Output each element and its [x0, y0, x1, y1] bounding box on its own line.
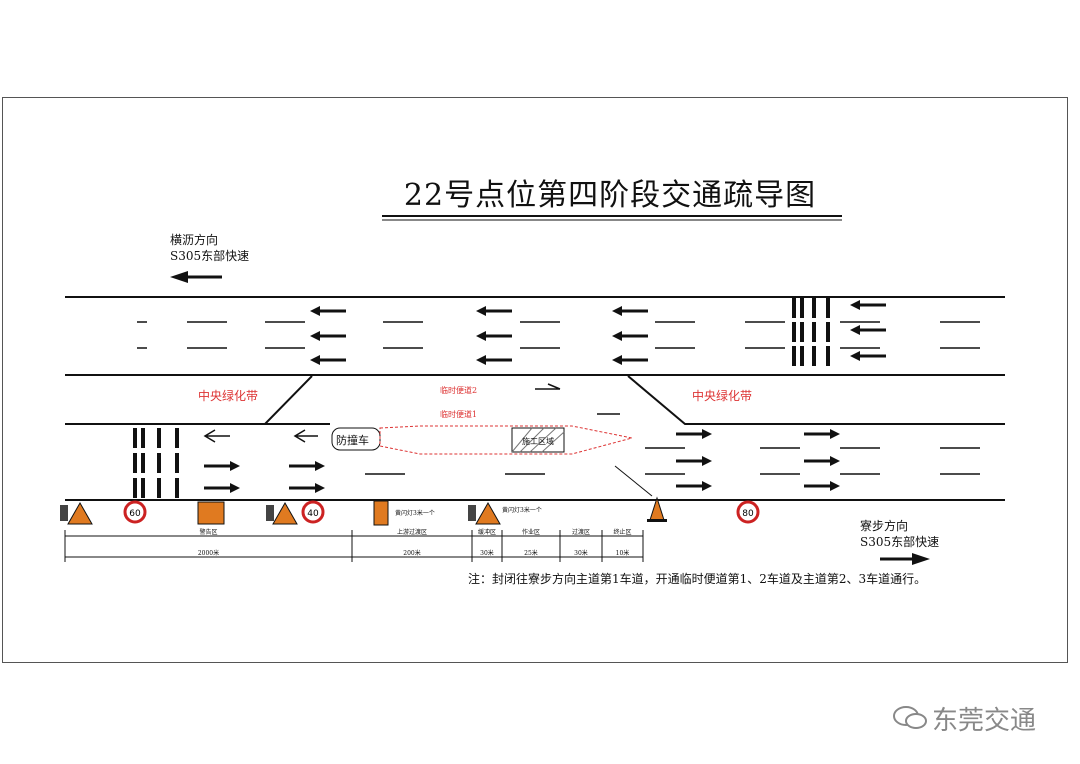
zone-distance: 10米 [616, 549, 630, 557]
diagram-note: 注：封闭往寮步方向主道第1车道，开通临时便道第1、2车道及主道第2、3车道通行。 [468, 572, 927, 586]
lane-dashes-west [137, 321, 980, 349]
west-direction-arrow-icon [170, 271, 222, 283]
median-label-right: 中央绿化带 [692, 388, 752, 403]
median-label-left: 中央绿化带 [198, 388, 258, 403]
direction-west-line1: 横沥方向 [170, 233, 219, 247]
warning-sign-icon [60, 501, 93, 525]
svg-text:60: 60 [129, 509, 141, 519]
zone-dimensions [64, 530, 644, 562]
lane-closed-sign-icon [197, 501, 225, 525]
arrow-board-label-2: 黄闪灯3米一个 [502, 506, 542, 514]
speed-limit-sign-3: 80 [736, 500, 760, 524]
rumble-strips-bottom [133, 428, 179, 498]
traffic-cone-icon [614, 465, 667, 522]
zone-label: 缓冲区 [478, 528, 496, 536]
lane-dashes-east [365, 447, 980, 475]
direction-east-line1: 寮步方向 [860, 519, 909, 533]
diagram-frame [2, 97, 1068, 663]
zone-distance: 25米 [524, 549, 538, 557]
merge-arrow-icon [203, 383, 620, 443]
speed-limit-sign-2: 40 [301, 500, 325, 524]
zone-label: 终止区 [613, 528, 631, 536]
warning-sign-icon-2 [266, 501, 298, 525]
crash-truck: 防撞车 [331, 427, 381, 451]
zone-distance: 30米 [480, 549, 494, 557]
zone-label: 作业区 [522, 528, 540, 536]
east-direction-arrow-icon [880, 553, 930, 565]
speed-limit-sign-1: 60 [123, 500, 147, 524]
zone-labels: 警告区 2000米 上游过渡区 200米 缓冲区 30米 作业区 25米 过渡区 30米 终止区 10… [198, 528, 632, 557]
west-lane-arrows [310, 300, 886, 365]
svg-text:40: 40 [307, 509, 319, 519]
direction-east-line2: S305东部快速 [860, 535, 940, 549]
zone-distance: 200米 [403, 549, 420, 557]
rumble-strips-top [792, 298, 830, 366]
direction-west-line2: S305东部快速 [170, 249, 250, 263]
zone-label: 警告区 [199, 528, 217, 536]
direction-east: 寮步方向 S305东部快速 [860, 518, 939, 550]
title-underline [382, 215, 842, 221]
zone-label: 上游过渡区 [397, 528, 427, 536]
east-lane-arrows [204, 429, 840, 493]
wechat-icon [893, 706, 927, 729]
svg-text:施工区域: 施工区域 [522, 436, 554, 446]
temp-lane-2-label: 临时便道2 [440, 385, 477, 395]
arrow-board-label-1: 黄闪灯3米一个 [395, 509, 435, 517]
zone-distance: 30米 [574, 549, 588, 557]
svg-text:80: 80 [742, 509, 754, 519]
temp-lane-1-label: 临时便道1 [440, 409, 477, 419]
work-zone: 施工区域 [379, 425, 633, 455]
diagram-title: 22号点位第四阶段交通疏导图 [403, 178, 817, 213]
warning-sign-icon-3 [468, 501, 501, 525]
watermark-text: 东莞交通 [932, 706, 1037, 736]
zone-label: 过渡区 [572, 528, 590, 536]
svg-text:防撞车: 防撞车 [336, 433, 369, 447]
direction-west: 横沥方向 S305东部快速 [170, 232, 249, 264]
arrow-board-icon [373, 500, 389, 526]
zone-distance: 2000米 [198, 549, 219, 557]
